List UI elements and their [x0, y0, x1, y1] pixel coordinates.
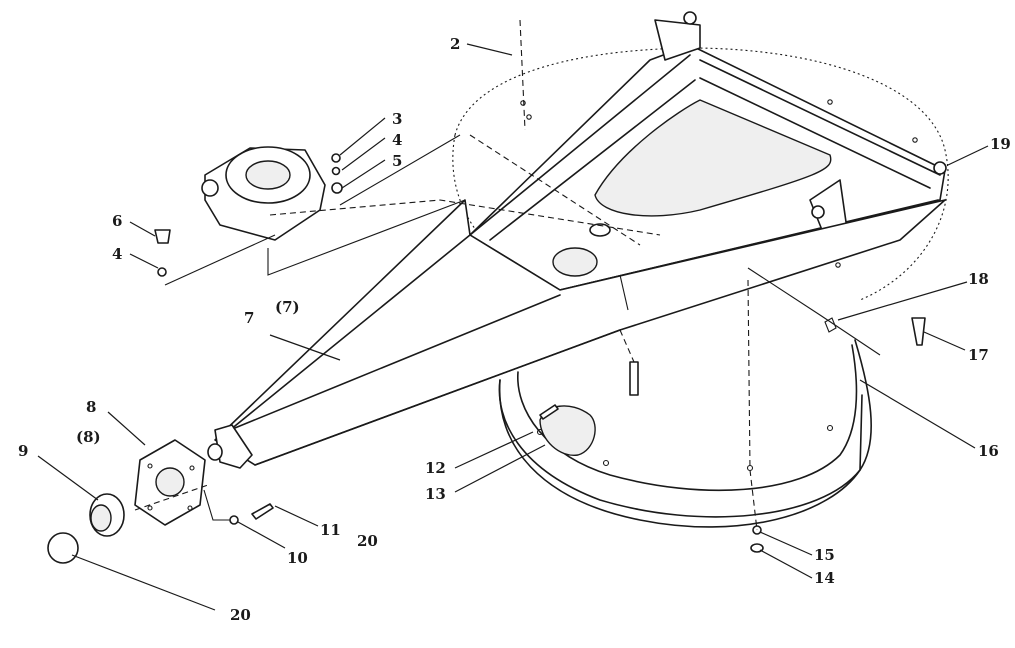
- washer-10: [229, 515, 239, 525]
- label-13: 13: [425, 485, 446, 503]
- pin-19: [933, 161, 947, 175]
- bolt-6: [154, 229, 171, 244]
- label-7: 7: [244, 309, 254, 327]
- part-labels: 2 3 4 5 6 4 (7) 7 8 (8) 9 10 11 20 20 12…: [18, 35, 1011, 624]
- screw-11: [251, 503, 274, 520]
- label-4-lower: 4: [112, 245, 122, 263]
- label-2: 2: [450, 35, 460, 53]
- label-6: 6: [112, 212, 122, 230]
- label-11: 11: [320, 521, 341, 539]
- label-3: 3: [392, 110, 402, 128]
- label-7-paren: (7): [275, 298, 300, 316]
- label-20-upper: 20: [357, 532, 378, 550]
- bolt-3: [331, 153, 341, 163]
- label-16: 16: [978, 442, 999, 460]
- leader-lines: [37, 43, 989, 611]
- bolt-hole: [526, 114, 532, 120]
- frame-window: [594, 99, 832, 217]
- top-plate: [452, 47, 949, 301]
- end-parts: [47, 439, 274, 564]
- tapered-arm: [207, 199, 946, 469]
- bolt-hole: [835, 262, 841, 268]
- label-17: 17: [968, 346, 989, 364]
- label-5: 5: [392, 152, 402, 170]
- pin-12: [629, 361, 639, 396]
- label-4: 4: [392, 131, 402, 149]
- bolt-hole: [827, 99, 833, 105]
- drum-opening: [539, 405, 596, 456]
- washer-4: [331, 166, 341, 176]
- label-8: 8: [86, 398, 96, 416]
- cap-20: [47, 532, 79, 564]
- label-8-paren: (8): [76, 428, 101, 446]
- bolt-17: [911, 317, 926, 346]
- label-10: 10: [287, 549, 308, 567]
- label-18: 18: [968, 270, 989, 288]
- bolt-hole: [912, 137, 918, 143]
- label-14: 14: [814, 569, 835, 587]
- frame-hub: [552, 247, 598, 277]
- label-12: 12: [425, 459, 446, 477]
- gearbox: [154, 146, 343, 277]
- label-20-lower: 20: [230, 606, 251, 624]
- nut-5: [331, 182, 343, 194]
- top-knob: [683, 11, 697, 25]
- screw-13: [539, 404, 559, 420]
- drum-ring: [498, 317, 872, 528]
- frame-corner-post: [654, 19, 701, 61]
- label-19: 19: [990, 135, 1011, 153]
- bolt-hole: [520, 100, 526, 106]
- clip-18: [824, 317, 837, 333]
- label-9: 9: [18, 442, 28, 460]
- frame-boss: [589, 223, 611, 237]
- washer-4b: [157, 267, 167, 277]
- assembly-lines: [134, 19, 881, 531]
- label-15: 15: [814, 546, 835, 564]
